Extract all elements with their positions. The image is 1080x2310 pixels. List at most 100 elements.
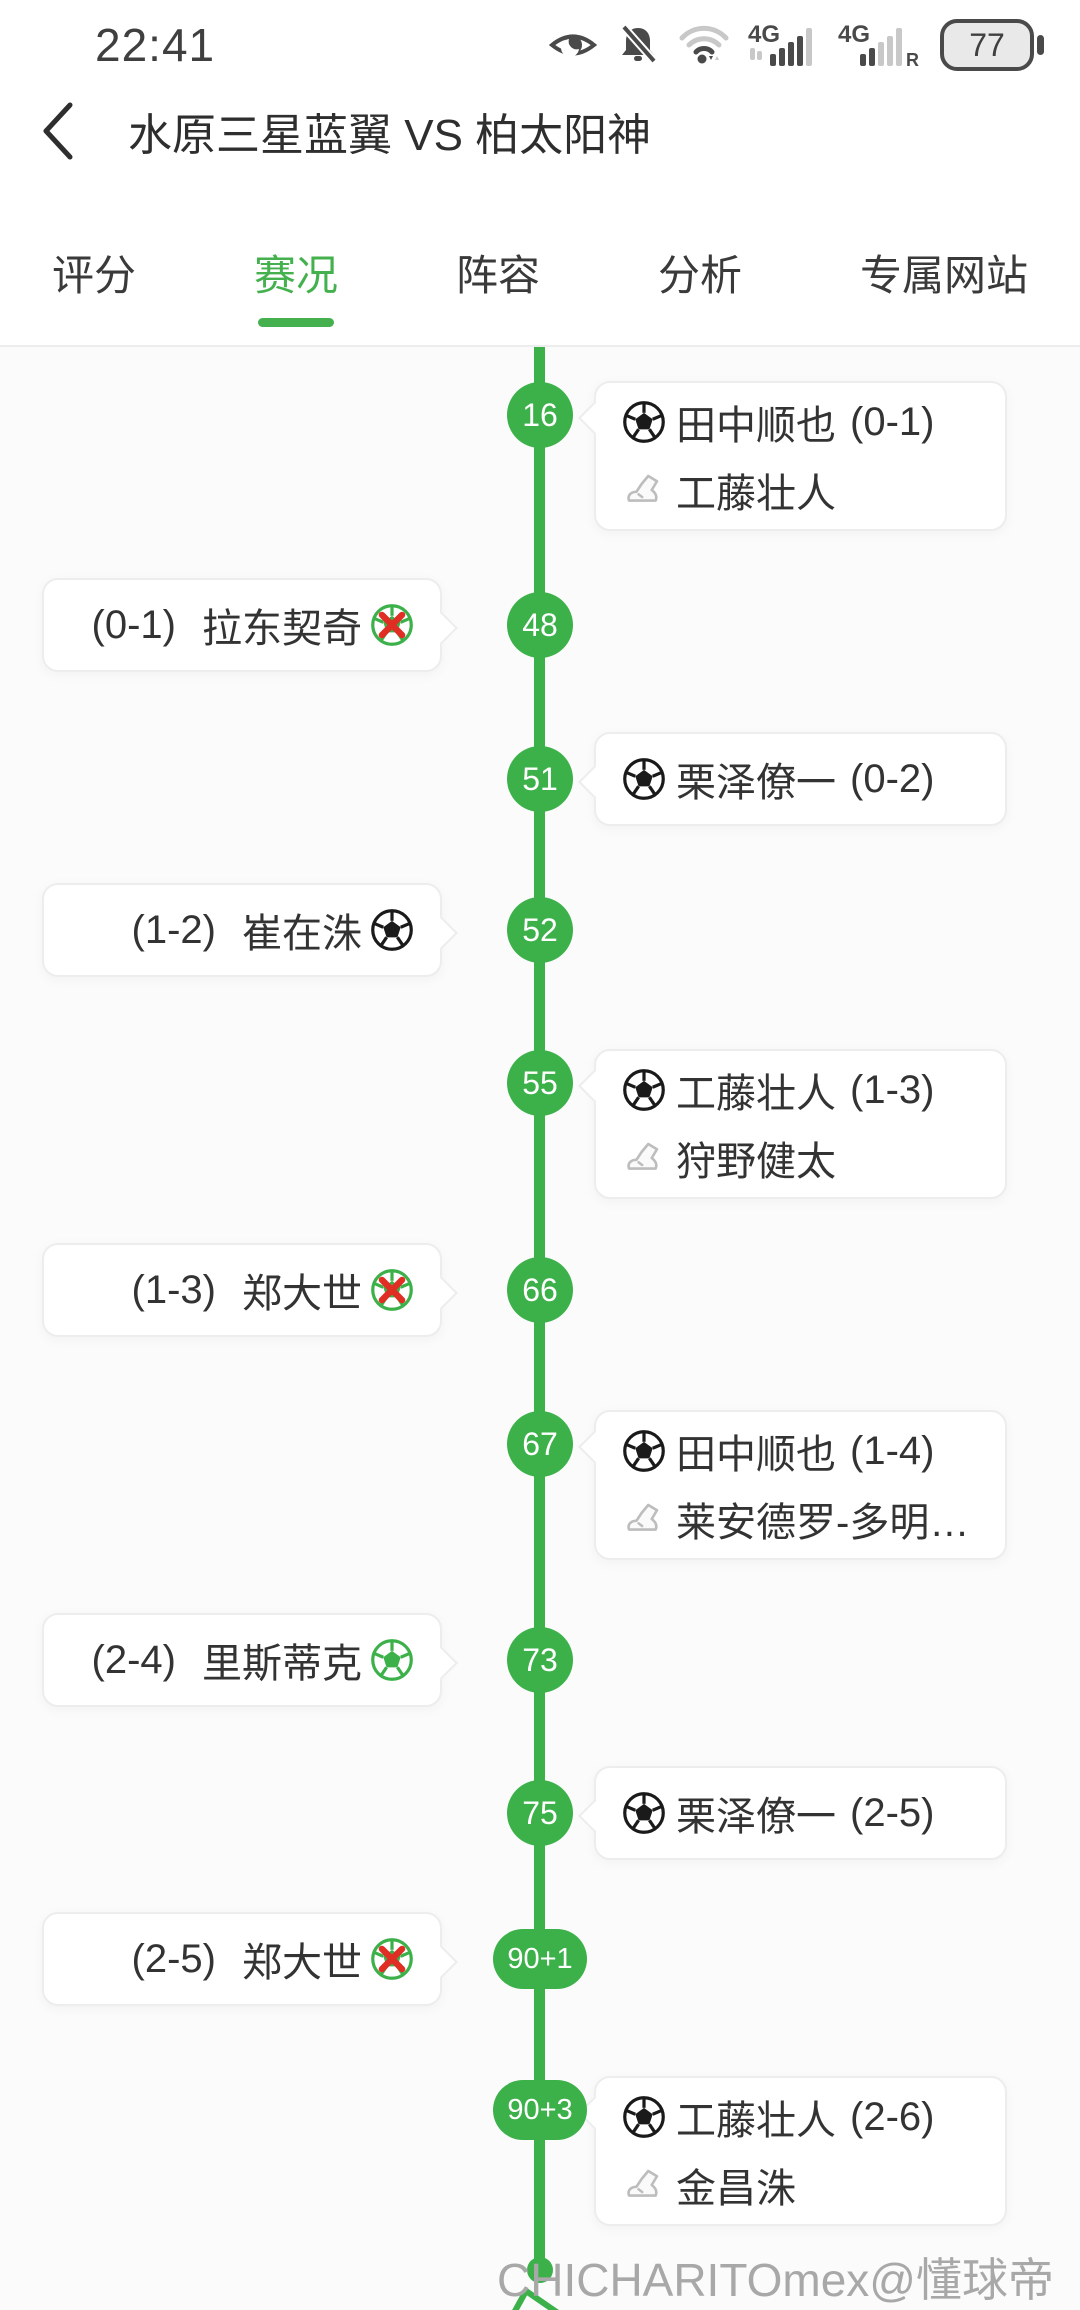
goal-icon xyxy=(622,1791,666,1835)
minute-badge: 67 xyxy=(507,1411,573,1477)
minute-label: 16 xyxy=(522,396,558,433)
score-after-event: (0-1) xyxy=(850,399,935,444)
score-after-event: (1-3) xyxy=(850,1067,935,1112)
penalty-scored-icon xyxy=(370,1638,414,1682)
match-timeline: 16 田中顺也 (0-1) 工藤壮人 48 (0-1) 拉东契奇 51 栗泽僚一 (0-2) 52 (… xyxy=(0,347,1080,2310)
status-icons: 4G 4G R 77 xyxy=(548,19,1046,71)
player-name: 工藤壮人 xyxy=(676,1072,836,1116)
minute-label: 90+1 xyxy=(507,1942,573,1975)
minute-label: 75 xyxy=(522,1794,558,1831)
back-button[interactable] xyxy=(40,101,84,161)
battery-icon: 77 xyxy=(940,19,1044,71)
sim1-signal-icon: 4G xyxy=(748,22,812,66)
event-card: 工藤壮人 (2-6) 金昌洙 xyxy=(578,2076,1007,2226)
minute-badge: 75 xyxy=(507,1780,573,1846)
back-chevron-icon xyxy=(43,102,73,160)
assist-name: 工藤壮人 xyxy=(676,472,836,516)
score-after-event: (2-5) xyxy=(131,1936,216,1981)
header: 水原三星蓝翼 VS 柏太阳神 xyxy=(0,90,1080,172)
minute-label: 66 xyxy=(522,1271,558,1308)
minute-badge: 55 xyxy=(507,1050,573,1116)
player-name: 郑大世 xyxy=(242,1941,362,1985)
score-after-event: (0-2) xyxy=(850,756,935,801)
assist-boot-icon xyxy=(622,469,664,511)
player-name: 郑大世 xyxy=(242,1272,362,1316)
score-after-event: (2-6) xyxy=(850,2094,935,2139)
page-title: 水原三星蓝翼 VS 柏太阳神 xyxy=(128,111,652,160)
eye-icon xyxy=(548,34,598,57)
wifi-icon xyxy=(679,25,729,64)
player-name: 田中顺也 xyxy=(676,404,836,448)
clock: 22:41 xyxy=(95,19,216,71)
event-card: 栗泽僚一 (0-2) xyxy=(578,732,1007,826)
player-name: 拉东契奇 xyxy=(202,607,362,651)
goal-icon xyxy=(622,1068,666,1112)
svg-text:4G: 4G xyxy=(838,22,870,48)
goal-icon xyxy=(622,1429,666,1473)
tab-analysis[interactable]: 分析 xyxy=(657,252,742,299)
event-card: 田中顺也 (0-1) 工藤壮人 xyxy=(578,381,1007,531)
penalty-missed-icon xyxy=(370,1268,414,1312)
player-name: 崔在洙 xyxy=(242,912,362,956)
assist-boot-icon xyxy=(622,2164,664,2206)
assist-boot-icon xyxy=(622,1137,664,1179)
svg-text:77: 77 xyxy=(969,27,1005,63)
minute-label: 67 xyxy=(522,1425,558,1462)
player-name: 栗泽僚一 xyxy=(676,761,836,805)
timeline-end-dot xyxy=(527,2257,553,2283)
minute-badge: 52 xyxy=(507,897,573,963)
tab-bar: 评分 赛况 阵容 分析 专属网站 xyxy=(0,172,1080,347)
minute-badge: 90+1 xyxy=(493,1929,587,1989)
minute-label: 73 xyxy=(522,1641,558,1678)
event-card: 工藤壮人 (1-3) 狩野健太 xyxy=(578,1049,1007,1199)
goal-icon xyxy=(622,2095,666,2139)
assist-boot-icon xyxy=(622,1498,664,1540)
assist-name: 狩野健太 xyxy=(676,1140,836,1184)
event-card: (2-4) 里斯蒂克 xyxy=(42,1613,458,1707)
event-card: (1-2) 崔在洙 xyxy=(42,883,458,977)
score-after-event: (1-3) xyxy=(131,1267,216,1312)
tab-rating[interactable]: 评分 xyxy=(52,252,137,299)
goal-icon xyxy=(622,400,666,444)
minute-badge: 73 xyxy=(507,1627,573,1693)
minute-badge: 90+3 xyxy=(493,2080,587,2140)
assist-name: 莱安德罗-多明… xyxy=(676,1501,970,1545)
svg-text:R: R xyxy=(906,50,919,68)
minute-badge: 66 xyxy=(507,1257,573,1323)
event-card: 栗泽僚一 (2-5) xyxy=(578,1766,1007,1860)
minute-badge: 16 xyxy=(507,382,573,448)
match-end-whistle-icon xyxy=(512,2288,559,2310)
sim2-signal-icon: 4G R xyxy=(838,22,919,68)
event-card: (1-3) 郑大世 xyxy=(42,1243,458,1337)
status-bar: 22:41 4G xyxy=(0,0,1080,90)
score-after-event: (1-4) xyxy=(850,1428,935,1473)
goal-icon xyxy=(622,757,666,801)
assist-name: 金昌洙 xyxy=(676,2167,796,2211)
player-name: 里斯蒂克 xyxy=(202,1642,362,1686)
tab-exclusive-site[interactable]: 专属网站 xyxy=(859,252,1028,299)
score-after-event: (1-2) xyxy=(131,907,216,952)
minute-badge: 51 xyxy=(507,746,573,812)
minute-label: 55 xyxy=(522,1064,558,1101)
minute-badge: 48 xyxy=(507,592,573,658)
bell-muted-icon xyxy=(620,25,658,65)
player-name: 工藤壮人 xyxy=(676,2099,836,2143)
minute-label: 48 xyxy=(522,606,558,643)
minute-label: 52 xyxy=(522,911,558,948)
player-name: 栗泽僚一 xyxy=(676,1795,836,1839)
tab-lineup[interactable]: 阵容 xyxy=(455,252,540,299)
minute-label: 90+3 xyxy=(507,2093,573,2126)
penalty-missed-icon xyxy=(370,603,414,647)
score-after-event: (0-1) xyxy=(91,602,176,647)
score-after-event: (2-5) xyxy=(850,1790,935,1835)
minute-label: 51 xyxy=(522,760,558,797)
watermark: CHICHARITOmex@懂球帝 xyxy=(497,2254,1054,2306)
svg-text:4G: 4G xyxy=(748,22,780,48)
penalty-missed-icon xyxy=(370,1937,414,1981)
event-card: (0-1) 拉东契奇 xyxy=(42,578,458,672)
score-after-event: (2-4) xyxy=(91,1637,176,1682)
goal-icon xyxy=(370,908,414,952)
event-card: (2-5) 郑大世 xyxy=(42,1912,458,2006)
tab-match-status[interactable]: 赛况 xyxy=(254,242,338,319)
event-card: 田中顺也(1-4)莱安德罗-多明… xyxy=(578,1410,1007,1560)
